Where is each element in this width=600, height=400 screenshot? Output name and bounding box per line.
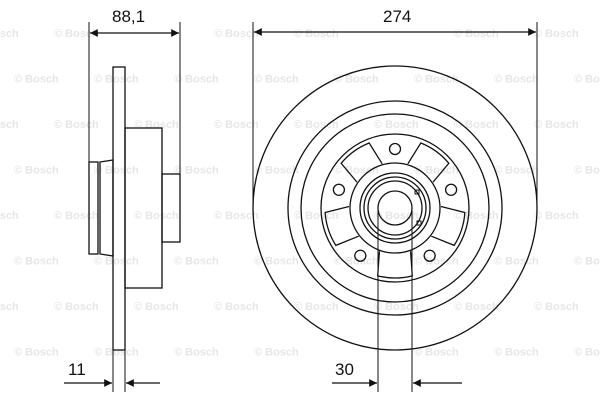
hub-center xyxy=(349,162,441,254)
watermark-text: © Bosch xyxy=(574,74,600,86)
dimension-diameter: 274 xyxy=(383,7,411,26)
watermark-text: © Bosch xyxy=(134,301,179,313)
hub-window xyxy=(324,205,359,247)
hub-window xyxy=(340,142,383,183)
watermark-text: © Bosch xyxy=(454,301,499,313)
watermark-text: © Bosch xyxy=(94,256,139,268)
watermark-text: © Bosch xyxy=(134,210,179,222)
watermark-text: © Bosch xyxy=(14,347,59,359)
watermark-text: © Bosch xyxy=(494,256,539,268)
watermark-text: © Bosch xyxy=(0,28,19,40)
watermark-text: © Bosch xyxy=(254,256,299,268)
watermark-text: © Bosch xyxy=(334,165,379,177)
watermark-text: © Bosch xyxy=(254,165,299,177)
watermark-text: © Bosch xyxy=(174,74,219,86)
watermark-text: © Bosch xyxy=(214,210,259,222)
bearing-ring xyxy=(359,172,431,244)
watermark-text: © Bosch xyxy=(534,210,579,222)
disc-outer-edge xyxy=(252,65,538,351)
watermark-text: © Bosch xyxy=(54,301,99,313)
watermark-text: © Bosch xyxy=(294,28,339,40)
abs-marker xyxy=(414,189,420,195)
bearing-ring-side xyxy=(88,161,99,255)
watermark-text: © Bosch xyxy=(414,347,459,359)
watermark-text: © Bosch xyxy=(14,74,59,86)
watermark-text: © Bosch xyxy=(334,256,379,268)
dimension-disc-thickness: 11 xyxy=(68,360,86,379)
watermark-text: © Bosch xyxy=(294,301,339,313)
bolt-hole xyxy=(354,249,367,262)
friction-ring-inner xyxy=(287,100,503,316)
bearing-ring xyxy=(367,180,423,236)
watermark-text: © Bosch xyxy=(574,256,600,268)
watermark-text: © Bosch xyxy=(174,347,219,359)
hub-flange xyxy=(320,133,470,283)
watermark-text: © Bosch xyxy=(94,74,139,86)
watermark-text: © Bosch xyxy=(174,165,219,177)
watermark-text: © Bosch xyxy=(374,301,419,313)
watermark-text: © Bosch xyxy=(534,119,579,131)
watermark-text: © Bosch xyxy=(534,301,579,313)
watermark-layer: © Bosch © Bosch © Bosch © Bosch © Bosch © Bos… xyxy=(0,28,600,359)
watermark-text: © Bosch xyxy=(14,256,59,268)
watermark-text: © Bosch xyxy=(214,301,259,313)
watermark-text: © Bosch xyxy=(54,119,99,131)
dimension-bore-width: 30 xyxy=(335,360,354,379)
bolt-hole xyxy=(444,183,458,196)
watermark-text: © Bosch xyxy=(174,256,219,268)
watermark-text: © Bosch xyxy=(0,119,19,131)
watermark-text: © Bosch xyxy=(14,165,59,177)
watermark-text: © Bosch xyxy=(454,119,499,131)
watermark-text: © Bosch xyxy=(374,119,419,131)
watermark-text: © Bosch xyxy=(454,28,499,40)
bolt-hole xyxy=(423,249,436,262)
watermark-text: © Bosch xyxy=(574,347,600,359)
hub-window xyxy=(431,205,466,247)
disc-plate-side xyxy=(112,66,126,351)
abs-marker xyxy=(416,220,422,226)
front-view: 274 30 xyxy=(252,7,538,392)
watermark-text: © Bosch xyxy=(294,210,339,222)
center-bore xyxy=(377,190,413,226)
watermark-text: © Bosch xyxy=(0,210,19,222)
watermark-text: © Bosch xyxy=(494,74,539,86)
watermark-text: © Bosch xyxy=(294,119,339,131)
watermark-text: © Bosch xyxy=(134,119,179,131)
watermark-text: © Bosch xyxy=(414,165,459,177)
watermark-text: © Bosch xyxy=(534,28,579,40)
bearing-ring xyxy=(363,176,427,240)
watermark-text: © Bosch xyxy=(254,74,299,86)
hub-spigot-side xyxy=(161,173,181,243)
watermark-text: © Bosch xyxy=(254,347,299,359)
hub-window xyxy=(407,142,450,183)
watermark-text: © Bosch xyxy=(94,347,139,359)
hub-window xyxy=(377,251,413,279)
watermark-text: © Bosch xyxy=(334,74,379,86)
bearing-side xyxy=(99,159,114,257)
watermark-text: © Bosch xyxy=(214,119,259,131)
side-view: 88,1 11 xyxy=(64,7,181,392)
watermark-text: © Bosch xyxy=(414,74,459,86)
watermark-text: © Bosch xyxy=(54,210,99,222)
watermark-text: © Bosch xyxy=(54,28,99,40)
hat-outer xyxy=(300,113,490,303)
watermark-text: © Bosch xyxy=(214,28,259,40)
watermark-text: © Bosch xyxy=(94,165,139,177)
watermark-text: © Bosch xyxy=(0,301,19,313)
dimension-hub-depth: 88,1 xyxy=(112,7,145,26)
watermark-text: © Bosch xyxy=(574,165,600,177)
watermark-text: © Bosch xyxy=(494,165,539,177)
bolt-hole xyxy=(388,142,402,156)
watermark-text: © Bosch xyxy=(494,347,539,359)
bolt-holes xyxy=(332,142,458,262)
watermark-text: © Bosch xyxy=(414,256,459,268)
bolt-hole xyxy=(332,183,346,196)
